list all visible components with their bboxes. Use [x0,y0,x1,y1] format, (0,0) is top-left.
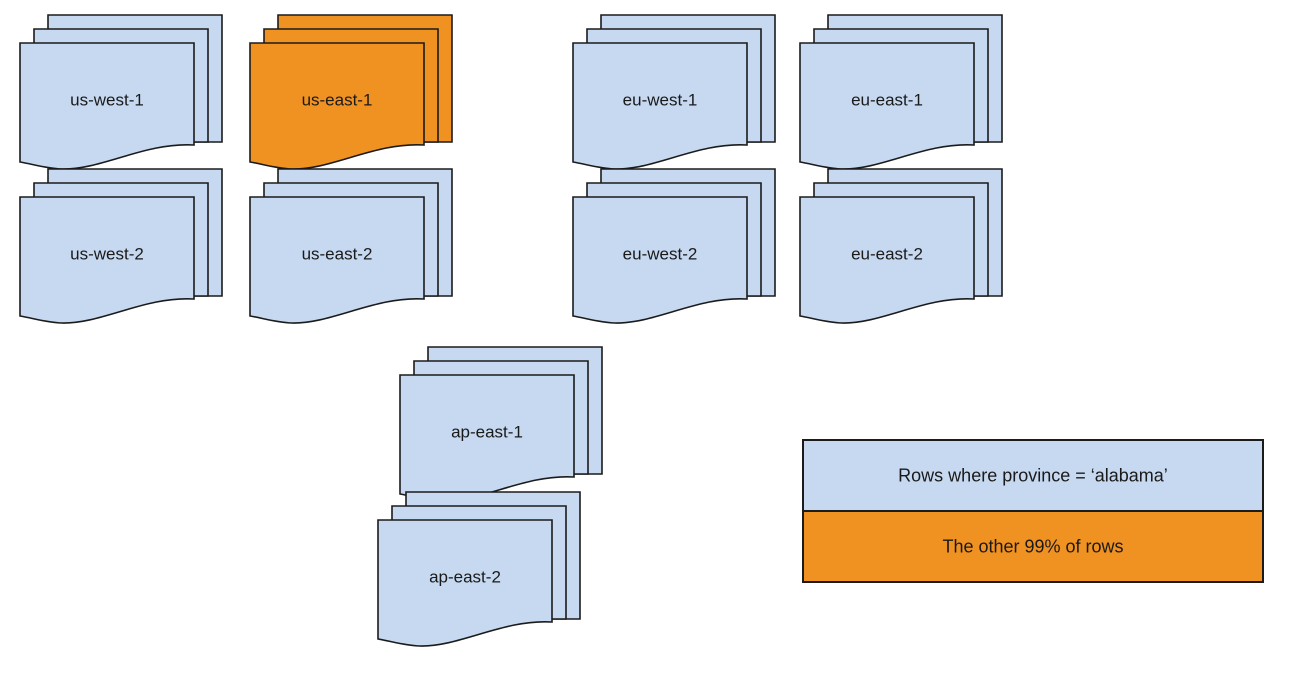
stack-sheet-front [377,519,553,647]
document-stack-us-west-2[interactable]: us-west-2 [19,168,223,324]
stack-sheet-front [799,42,975,170]
stack-label-us-east-1: us-east-1 [302,90,373,109]
stack-label-eu-east-1: eu-east-1 [851,90,923,109]
document-stack-us-west-1[interactable]: us-west-1 [19,14,223,170]
stack-sheet-front [572,42,748,170]
document-stack-us-east-1[interactable]: us-east-1 [249,14,453,170]
legend-row-orange-label: The other 99% of rows [942,536,1123,556]
document-stack-ap-east-1[interactable]: ap-east-1 [399,346,603,502]
stack-sheet-front [572,196,748,324]
document-stack-us-east-2[interactable]: us-east-2 [249,168,453,324]
stack-sheet-front [19,42,195,170]
stack-label-eu-east-2: eu-east-2 [851,244,923,263]
document-stack-ap-east-2[interactable]: ap-east-2 [377,491,581,647]
stack-label-us-west-2: us-west-2 [70,244,144,263]
document-stack-eu-east-2[interactable]: eu-east-2 [799,168,1003,324]
legend-row-orange: The other 99% of rows [802,510,1264,583]
stack-label-ap-east-1: ap-east-1 [451,422,523,441]
stack-sheet-front [799,196,975,324]
document-stack-eu-east-1[interactable]: eu-east-1 [799,14,1003,170]
document-stack-eu-west-2[interactable]: eu-west-2 [572,168,776,324]
stack-label-eu-west-2: eu-west-2 [623,244,698,263]
legend-row-orange-swatch [802,510,1264,583]
legend: Rows where province = ‘alabama’ The other… [802,439,1264,583]
legend-row-blue-label: Rows where province = ‘alabama’ [898,465,1168,485]
stack-sheet-front [19,196,195,324]
stacks-layer: us-west-1 us-east-1 eu-west-1 eu-east-1 us-w… [19,14,1003,647]
stack-label-us-east-2: us-east-2 [302,244,373,263]
stack-label-eu-west-1: eu-west-1 [623,90,698,109]
stack-sheet-front [249,42,425,170]
legend-row-blue-swatch [802,439,1264,512]
stack-label-ap-east-2: ap-east-2 [429,567,501,586]
stack-label-us-west-1: us-west-1 [70,90,144,109]
document-stack-eu-west-1[interactable]: eu-west-1 [572,14,776,170]
stack-sheet-front [249,196,425,324]
legend-row-blue: Rows where province = ‘alabama’ [802,439,1264,512]
